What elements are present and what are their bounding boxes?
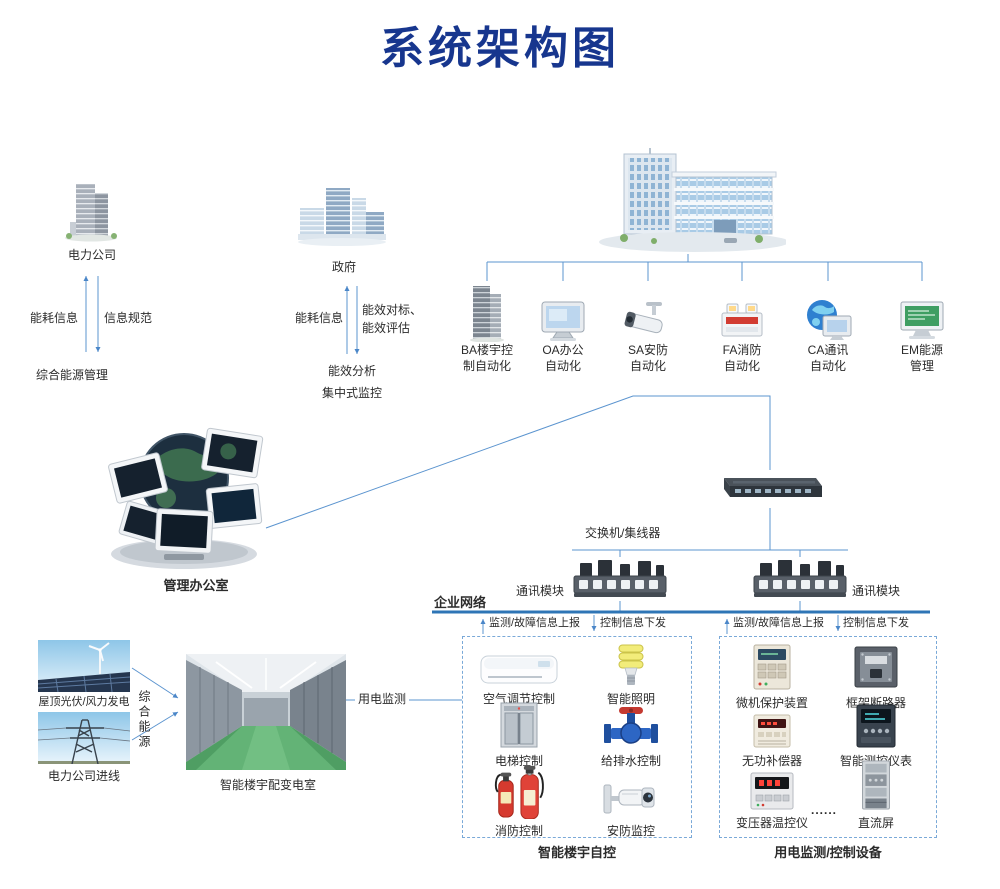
government-building-icon: [296, 182, 390, 248]
water-control-cell: 给排水控制: [579, 701, 683, 769]
power-company-label: 电力公司: [67, 248, 117, 262]
dc-panel-cell: 直流屏: [824, 759, 928, 831]
system-label: 自动化: [723, 359, 760, 373]
control-down-right-label: 控制信息下发: [843, 617, 909, 629]
info-spec-label: 信息规范: [104, 311, 153, 325]
combined-energy-label: 综合能源: [137, 690, 151, 750]
pv-wind-photo: [38, 640, 130, 692]
system-label: BA楼宇控: [460, 343, 513, 357]
device-label: 微机保护装置: [735, 696, 808, 710]
system-label: FA消防: [722, 343, 762, 357]
sa-cctv-icon: [602, 280, 694, 342]
evaluation-label: 能效评估: [362, 321, 411, 335]
enterprise-network-label: 企业网络: [434, 595, 487, 610]
ca-globe-computer-icon: [782, 280, 874, 342]
comm-module-right-icon: [752, 556, 848, 602]
management-office-icon: [102, 404, 266, 576]
power-company-building-icon: [60, 180, 124, 244]
control-down-left-label: 控制信息下发: [600, 617, 666, 629]
system-label: SA安防: [627, 343, 668, 357]
page-title: 系统架构图: [380, 24, 620, 73]
device-label: 智能照明: [606, 692, 655, 706]
device-label: 直流屏: [857, 816, 894, 830]
system-ba: BA楼宇控 制自动化: [441, 280, 533, 374]
security-camera-icon: [579, 763, 683, 819]
central-monitoring-label: 集中式监控: [322, 386, 383, 400]
power-monitoring-label: 用电监测: [355, 692, 410, 707]
dc-panel-icon: [824, 759, 928, 811]
energy-info-label: 能耗信息: [30, 311, 79, 325]
fire-control-cell: 消防控制: [467, 763, 571, 839]
network-switch-icon: [714, 470, 826, 508]
device-label: 无功补偿器: [741, 754, 802, 768]
report-up-right-label: 监测/故障信息上报: [733, 617, 825, 629]
grid-incoming-label: 电力公司进线: [47, 769, 121, 783]
protection-device-icon: [722, 643, 822, 691]
system-label: 自动化: [629, 359, 666, 373]
comm-module-right-label: 通讯模块: [852, 584, 901, 598]
integrated-energy-mgmt-label: 综合能源管理: [36, 368, 109, 382]
em-monitor-icon: [876, 280, 968, 342]
elevator-cell: 电梯控制: [467, 701, 571, 769]
transformer-room-label: 智能楼宇配变电室: [219, 778, 317, 792]
government-label: 政府: [331, 260, 357, 274]
grid-incoming-photo: [38, 712, 130, 764]
system-oa: OA办公 自动化: [517, 280, 609, 374]
benchmark-label: 能效对标、: [362, 303, 423, 317]
building-box-caption: 智能楼宇自控: [537, 845, 617, 860]
system-ca: CA通讯 自动化: [782, 280, 874, 374]
valve-icon: [579, 701, 683, 749]
oa-monitor-icon: [517, 280, 609, 342]
breaker-cell: 框架断路器: [824, 643, 928, 711]
ellipsis-label: ......: [810, 803, 837, 817]
device-label: 变压器温控仪: [735, 816, 808, 830]
device-box-caption: 用电监测/控制设备: [774, 845, 882, 860]
fa-emergency-light-icon: [696, 280, 788, 342]
comm-module-left-icon: [572, 556, 668, 602]
circuit-breaker-icon: [824, 643, 928, 691]
device-label: 安防监控: [606, 824, 655, 838]
device-label: 给排水控制: [600, 754, 661, 768]
fire-extinguisher-icon: [467, 763, 571, 819]
system-label: OA办公: [542, 343, 584, 357]
compensator-cell: 无功补偿器: [722, 703, 822, 769]
gov-energy-info-label: 能耗信息: [295, 311, 344, 325]
management-office-label: 管理办公室: [163, 578, 229, 593]
elevator-icon: [467, 701, 571, 749]
device-label: 电梯控制: [494, 754, 543, 768]
switch-label: 交换机/集线器: [585, 526, 661, 540]
system-label: 自动化: [544, 359, 581, 373]
system-label: CA通讯: [807, 343, 849, 357]
temp-controller-cell: 变压器温控仪: [722, 759, 822, 831]
lighting-cell: 智能照明: [579, 643, 683, 707]
protection-cell: 微机保护装置: [722, 643, 822, 711]
ba-building-icon: [441, 280, 533, 342]
headquarters-building-icon: [594, 146, 786, 258]
transformer-room-photo: [186, 654, 346, 770]
smart-meter-icon: [824, 703, 928, 749]
power-devices-box: 微机保护装置 框架断路器: [719, 636, 937, 838]
system-label: 自动化: [809, 359, 846, 373]
air-conditioner-icon: [467, 643, 571, 687]
security-cell: 安防监控: [579, 763, 683, 839]
pv-wind-label: 屋顶光伏/风力发电: [38, 696, 130, 708]
system-label: 管理: [909, 359, 934, 373]
building-automation-box: 空气调节控制 智能照明: [462, 636, 692, 838]
device-label: 消防控制: [494, 824, 543, 838]
cfl-bulb-icon: [579, 643, 683, 687]
system-label: 制自动化: [462, 359, 511, 373]
comm-module-left-label: 通讯模块: [516, 584, 565, 598]
temp-controller-icon: [722, 759, 822, 811]
system-sa: SA安防 自动化: [602, 280, 694, 374]
ac-control-cell: 空气调节控制: [467, 643, 571, 707]
report-up-left-label: 监测/故障信息上报: [489, 617, 581, 629]
system-em: EM能源 管理: [876, 280, 968, 374]
efficiency-analysis-label: 能效分析: [328, 364, 377, 378]
system-fa: FA消防 自动化: [696, 280, 788, 374]
compensator-icon: [722, 703, 822, 749]
system-label: EM能源: [900, 343, 943, 357]
